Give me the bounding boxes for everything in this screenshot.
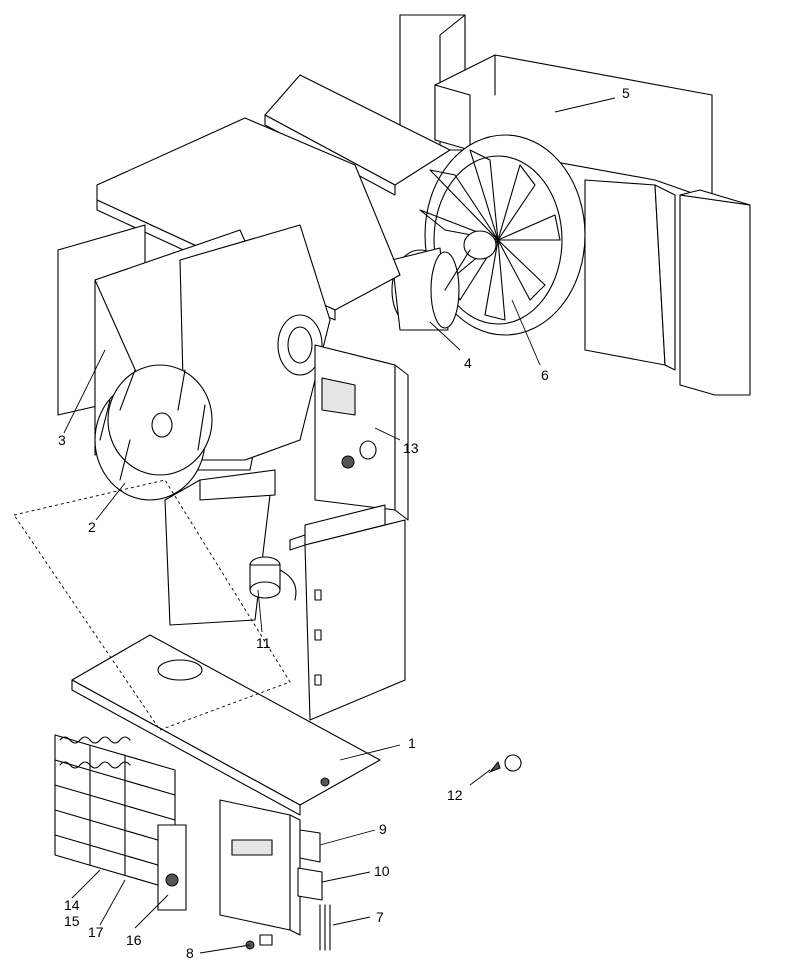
callout-labels: 5 4 6 13 3 2 11 1 12 9 10 7 8 14 15 17 1… — [58, 85, 630, 961]
callout-13: 13 — [403, 440, 419, 456]
part-6-condenser-fan — [419, 134, 586, 336]
part-12-clip — [488, 754, 522, 774]
leader-lines — [63, 97, 616, 954]
chassis-bulkhead — [179, 224, 331, 461]
callout-6: 6 — [541, 367, 549, 383]
callout-12: 12 — [447, 787, 463, 803]
callout-4: 4 — [464, 355, 472, 371]
callout-3: 3 — [58, 432, 66, 448]
callout-10: 10 — [374, 863, 390, 879]
callout-15: 15 — [64, 913, 80, 929]
part-1-base-plate — [13, 479, 381, 816]
part-5-condenser-housing — [399, 14, 751, 396]
callout-1: 1 — [408, 735, 416, 751]
callout-7: 7 — [376, 909, 384, 925]
callout-2: 2 — [88, 519, 96, 535]
part-4-fan-motor — [391, 247, 471, 331]
callout-17: 17 — [88, 924, 104, 940]
right-side-panel — [289, 504, 406, 721]
callout-5: 5 — [622, 85, 630, 101]
part-2-blower-wheel — [94, 364, 213, 501]
callout-16: 16 — [126, 932, 142, 948]
part-14-heater-assembly — [54, 734, 187, 911]
callout-14: 14 — [64, 897, 80, 913]
callout-8: 8 — [186, 945, 194, 961]
callout-11: 11 — [256, 635, 271, 651]
callout-9: 9 — [379, 821, 387, 837]
control-box — [164, 469, 297, 626]
part-9-10-control-panel — [219, 799, 331, 951]
part-13-bulkhead-panel — [314, 344, 409, 521]
